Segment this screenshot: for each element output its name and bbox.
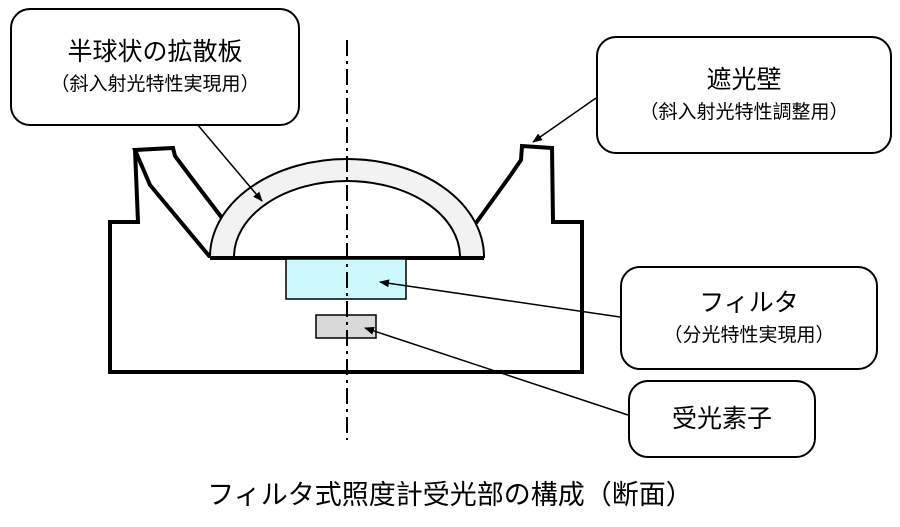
filter-leader xyxy=(379,279,621,318)
figure-caption: フィルタ式照度計受光部の構成（断面） xyxy=(207,480,693,511)
diffuser-title: 半球状の拡散板 xyxy=(67,37,243,66)
filter-title: フィルタ xyxy=(699,288,799,317)
housing-body xyxy=(108,143,584,374)
sensor-title: 受光素子 xyxy=(671,404,772,433)
wall-title: 遮光壁 xyxy=(706,65,782,94)
housing-outline xyxy=(132,145,224,259)
diffuser-leader xyxy=(196,123,263,202)
diffuser-subtitle: （斜入射光特性実現用） xyxy=(50,73,260,95)
filter-subtitle: （分光特性実現用） xyxy=(663,324,835,346)
wall-callout: 遮光壁 （斜入射光特性調整用） xyxy=(596,36,892,154)
wall-leader xyxy=(532,97,597,143)
filter-callout: フィルタ （分光特性実現用） xyxy=(620,266,878,370)
sensor-callout: 受光素子 xyxy=(628,380,816,458)
wall-subtitle: （斜入射光特性調整用） xyxy=(639,101,849,123)
diffuser-callout: 半球状の拡散板 （斜入射光特性実現用） xyxy=(10,8,300,126)
sensor-leader xyxy=(364,327,629,416)
